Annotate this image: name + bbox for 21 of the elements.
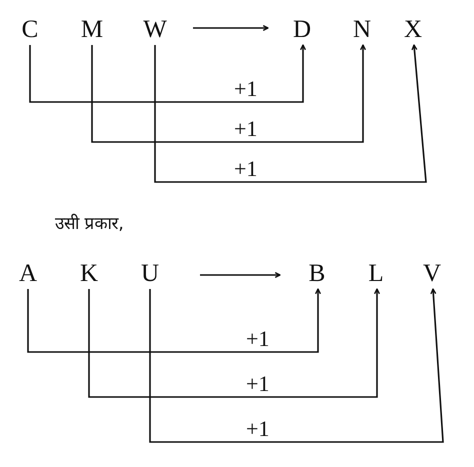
note-text: उसी प्रकार, — [55, 212, 124, 234]
arrow — [91, 44, 366, 143]
arrow — [149, 288, 444, 443]
arrow — [88, 288, 380, 398]
letter: A — [16, 261, 40, 287]
letter: N — [350, 17, 374, 43]
arrow — [154, 44, 427, 183]
letter: K — [77, 261, 101, 287]
letter: B — [305, 261, 329, 287]
letter: W — [143, 17, 167, 43]
letter: X — [401, 17, 425, 43]
letter: V — [420, 261, 444, 287]
letter: M — [80, 17, 104, 43]
arrow — [29, 44, 306, 103]
letter: D — [290, 17, 314, 43]
letter: C — [18, 17, 42, 43]
arrow — [193, 24, 269, 32]
arrow — [200, 272, 281, 278]
letter: U — [138, 261, 162, 287]
arrow — [27, 288, 322, 353]
letter: L — [364, 261, 388, 287]
